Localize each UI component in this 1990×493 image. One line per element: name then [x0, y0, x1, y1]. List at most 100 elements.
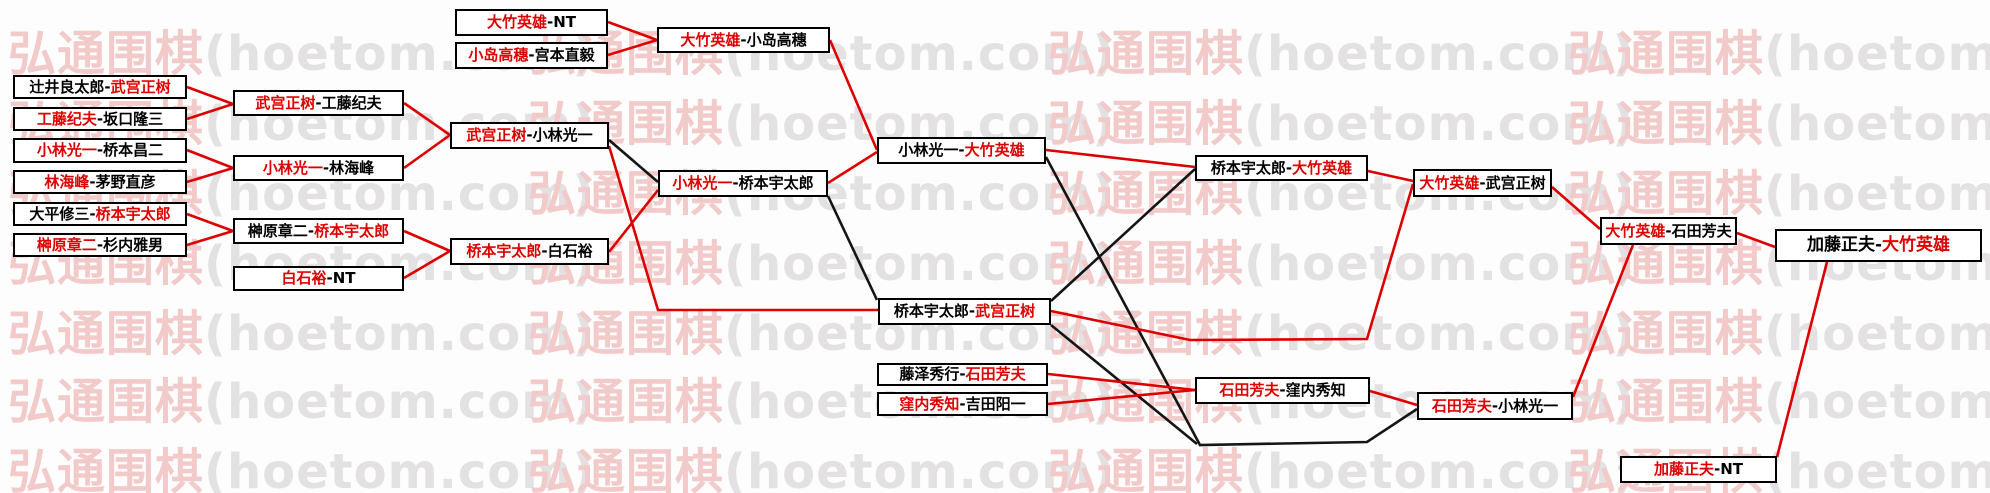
connector-red-match-tsujii-vs-takemiya-to-match-takemiya-vs-kudo: [186, 85, 234, 106]
player-2-name: NT: [1720, 460, 1744, 478]
player-2-name: NT: [332, 269, 356, 287]
name-separator: -: [1491, 396, 1499, 415]
player-2-name: 工藤纪夫: [321, 93, 382, 112]
match-rin-vs-kayano: 林海峰-茅野直彦: [13, 170, 187, 194]
player-2-name: NT: [553, 13, 577, 31]
connector-red-match-hashimoto-vs-otake-to-match-otake-vs-takemiya: [1367, 169, 1414, 183]
name-separator: -: [96, 141, 104, 159]
match-takemiya-vs-kudo: 武宫正树-工藤纪夫: [233, 90, 404, 116]
connector-red-match-otake-vs-nt-to-match-otake-vs-kojima: [607, 20, 658, 42]
player-2-name: 小岛高穗: [746, 30, 807, 49]
name-separator: -: [89, 204, 96, 223]
match-kobayashi-vs-rin: 小林光一-林海峰: [233, 155, 404, 181]
player-2-name: 坂口隆三: [103, 109, 164, 128]
match-kobayashi-vs-hashimoto-shoji: 小林光一-桥本昌二: [13, 138, 187, 163]
match-ishida-vs-kobayashi: 石田芳夫-小林光一: [1417, 392, 1573, 420]
connector-black-match-hashimoto-vs-takemiya-to-match-hashimoto-vs-otake: [1050, 168, 1196, 302]
player-2-name: 武宫正树: [1485, 173, 1546, 192]
connector-red-match-hashimoto-vs-takemiya-to-match-otake-vs-takemiya: [1050, 183, 1415, 342]
connector-red-match-rin-vs-kayano-to-match-kobayashi-vs-rin: [186, 166, 234, 184]
player-2-name: 白石裕: [547, 242, 593, 260]
connector-black-match-hashimoto-vs-takemiya-to-junction-bottom: [1050, 323, 1198, 446]
player-2-name: 桥本宇太郎: [738, 174, 814, 192]
match-shiraishi-vs-nt: 白石裕-NT: [233, 266, 404, 291]
player-1-name: 大竹英雄: [1605, 221, 1666, 240]
connector-red-match-kubouchi-vs-yoshida-to-match-ishida-vs-kubouchi: [1047, 388, 1196, 406]
player-1-name: 林海峰: [44, 172, 90, 191]
name-separator: -: [959, 394, 966, 413]
name-separator: -: [96, 109, 104, 128]
name-separator: -: [1279, 381, 1286, 399]
name-separator: -: [1285, 158, 1293, 177]
player-2-name: 窪内秀知: [1285, 381, 1346, 399]
name-separator: -: [1665, 221, 1672, 240]
match-kobayashi-vs-hashimoto: 小林光一-桥本宇太郎: [658, 170, 828, 197]
connector-red-match-sakakibara-vs-sugiuchi-to-match-sakakibara-vs-hashimoto-utaro: [186, 229, 234, 247]
player-1-name: 大竹英雄: [1419, 173, 1480, 192]
match-hashimoto-vs-otake: 桥本宇太郎-大竹英雄: [1195, 155, 1368, 181]
name-separator: -: [968, 302, 976, 320]
connector-red-match-otake-vs-ishida-to-match-kato-vs-otake-final: [1736, 231, 1776, 249]
match-sakakibara-vs-sugiuchi: 榊原章二-杉内雅男: [13, 233, 187, 257]
name-separator: -: [526, 126, 533, 144]
name-separator: -: [104, 77, 111, 96]
match-takemiya-vs-kobayashi: 武宫正树-小林光一: [450, 122, 609, 149]
match-kato-vs-otake-final: 加藤正夫-大竹英雄: [1775, 229, 1982, 262]
player-1-name: 武宫正树: [255, 93, 316, 112]
player-2-name: 林海峰: [329, 158, 375, 177]
connector-red-match-otake-vs-takemiya-to-match-otake-vs-ishida: [1551, 186, 1601, 230]
player-1-name: 大竹英雄: [680, 30, 741, 49]
player-2-name: 桥本宇太郎: [95, 204, 171, 223]
connector-red-match-fujisawa-vs-ishida-to-match-ishida-vs-kubouchi: [1047, 372, 1196, 392]
player-2-name: 大竹英雄: [1882, 235, 1951, 255]
name-separator: -: [541, 242, 548, 260]
match-fujisawa-vs-ishida: 藤泽秀行-石田芳夫: [877, 363, 1048, 386]
match-otake-vs-nt: 大竹英雄-NT: [455, 9, 608, 36]
player-1-name: 桥本宇太郎: [893, 302, 969, 320]
player-1-name: 石田芳夫: [1219, 381, 1280, 399]
connector-red-match-kobayashi-vs-otake-to-match-hashimoto-vs-otake: [1045, 148, 1196, 169]
player-2-name: 石田芳夫: [1671, 221, 1732, 240]
connector-red-match-kobayashi-vs-hashimoto-to-match-kobayashi-vs-otake: [827, 150, 878, 185]
player-1-name: 窪内秀知: [899, 394, 960, 413]
match-kudo-vs-sakaguchi: 工藤纪夫-坂口隆三: [13, 107, 187, 131]
player-1-name: 小林光一: [262, 158, 323, 177]
player-1-name: 小岛高穗: [468, 46, 529, 64]
connector-red-match-ohira-vs-hashimoto-utaro-to-match-sakakibara-vs-hashimoto-utaro: [186, 212, 234, 233]
match-kobayashi-vs-otake: 小林光一-大竹英雄: [877, 137, 1046, 164]
name-separator: -: [958, 141, 965, 159]
name-separator: -: [546, 13, 554, 31]
name-separator: -: [315, 93, 322, 112]
player-2-name: 小林光一: [1498, 396, 1559, 415]
player-1-name: 榊原章二: [247, 221, 308, 240]
player-1-name: 榊原章二: [36, 235, 97, 254]
connector-red-match-sakakibara-vs-hashimoto-utaro-to-match-hashimoto-vs-shiraishi: [403, 229, 451, 253]
connector-red-match-kobayashi-vs-rin-to-match-takemiya-vs-kobayashi: [403, 133, 451, 170]
name-separator: -: [528, 46, 535, 64]
player-2-name: 石田芳夫: [965, 365, 1026, 383]
player-1-name: 桥本宇太郎: [466, 242, 542, 260]
match-otake-vs-kojima: 大竹英雄-小岛高穗: [657, 27, 830, 53]
player-1-name: 大平修三: [29, 204, 90, 223]
player-2-name: 宫本直毅: [534, 46, 595, 64]
connector-red-match-takemiya-vs-kudo-to-match-takemiya-vs-kobayashi: [403, 101, 451, 137]
name-separator: -: [740, 30, 747, 49]
connector-red-match-hashimoto-vs-shiraishi-to-match-kobayashi-vs-hashimoto: [607, 189, 660, 253]
connector-black-match-kobayashi-vs-otake-to-match-ishida-vs-kobayashi: [1044, 156, 1418, 447]
player-1-name: 大竹英雄: [486, 13, 547, 31]
name-separator: -: [1479, 173, 1486, 192]
connector-red-match-kobayashi-vs-hashimoto-shoji-to-match-kobayashi-vs-rin: [186, 148, 234, 170]
match-ishida-vs-kubouchi: 石田芳夫-窪内秀知: [1195, 377, 1370, 404]
name-separator: -: [322, 158, 330, 177]
match-kubouchi-vs-yoshida: 窪内秀知-吉田阳一: [877, 392, 1048, 416]
name-separator: -: [326, 269, 333, 287]
connector-red-match-kojima-vs-miyamoto-to-match-otake-vs-kojima: [607, 38, 658, 57]
player-2-name: 桥本昌二: [103, 141, 164, 159]
player-2-name: 吉田阳一: [965, 394, 1026, 413]
player-1-name: 石田芳夫: [1431, 396, 1492, 415]
player-2-name: 茅野直彦: [95, 172, 156, 191]
match-kato-vs-nt: 加藤正夫-NT: [1620, 456, 1777, 483]
connector-red-match-kudo-vs-sakaguchi-to-match-takemiya-vs-kudo: [186, 102, 234, 121]
